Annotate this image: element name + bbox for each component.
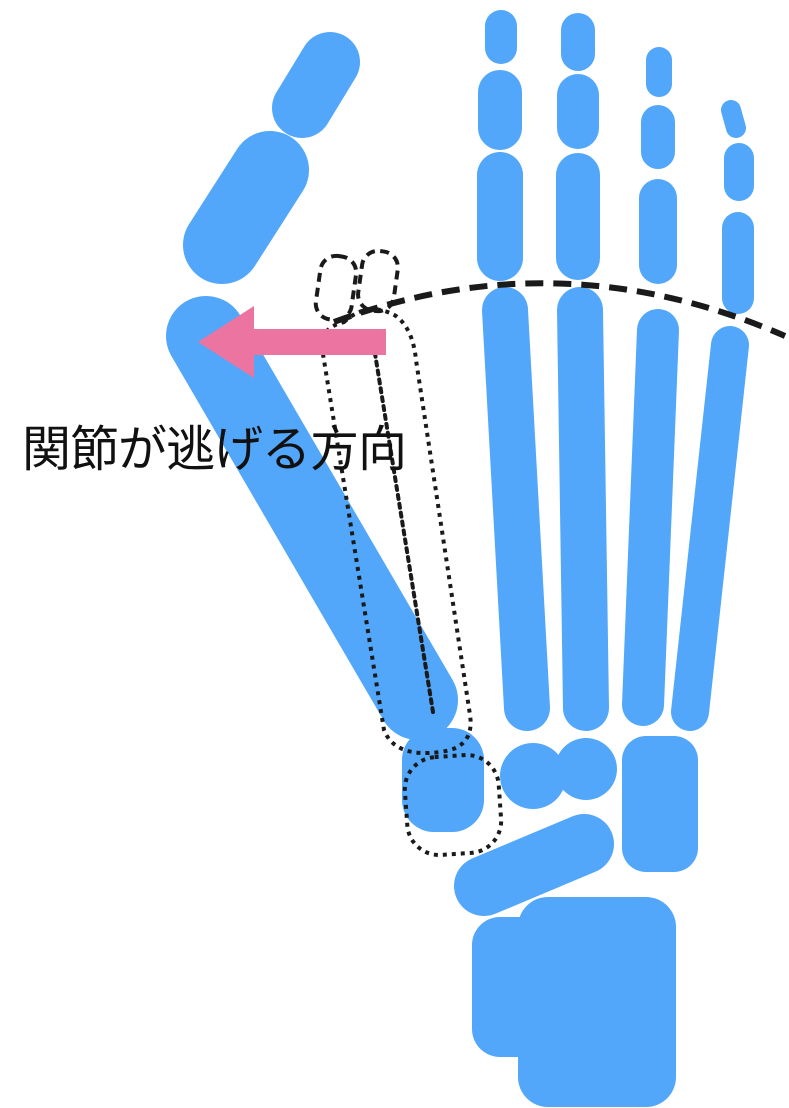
direction-label: 関節が逃げる方向 bbox=[22, 421, 407, 478]
little-distal-phalanx bbox=[721, 100, 746, 138]
radius-bone bbox=[518, 897, 676, 1107]
thumb-distal-phalanx bbox=[272, 32, 360, 138]
normal-position-outline-left-head bbox=[313, 253, 359, 323]
normal-position-outline-trapezium bbox=[402, 752, 504, 858]
hamate-bone bbox=[622, 736, 698, 872]
trapezium-bone bbox=[402, 728, 484, 832]
middle-metacarpal bbox=[557, 287, 609, 731]
index-metacarpal bbox=[482, 287, 550, 731]
thumb-metacarpal bbox=[166, 296, 458, 740]
trapezoid-bone bbox=[500, 743, 566, 809]
joint-line-curve bbox=[332, 280, 787, 339]
thumb-proximal-phalanx bbox=[183, 131, 309, 284]
normal-position-outline-metacarpal bbox=[370, 333, 435, 714]
little-metacarpal bbox=[671, 326, 749, 731]
capitate-bone bbox=[555, 738, 617, 800]
direction-arrow-head bbox=[198, 306, 254, 378]
ring-metacarpal bbox=[622, 309, 679, 726]
scaphoid-bone bbox=[454, 814, 614, 916]
